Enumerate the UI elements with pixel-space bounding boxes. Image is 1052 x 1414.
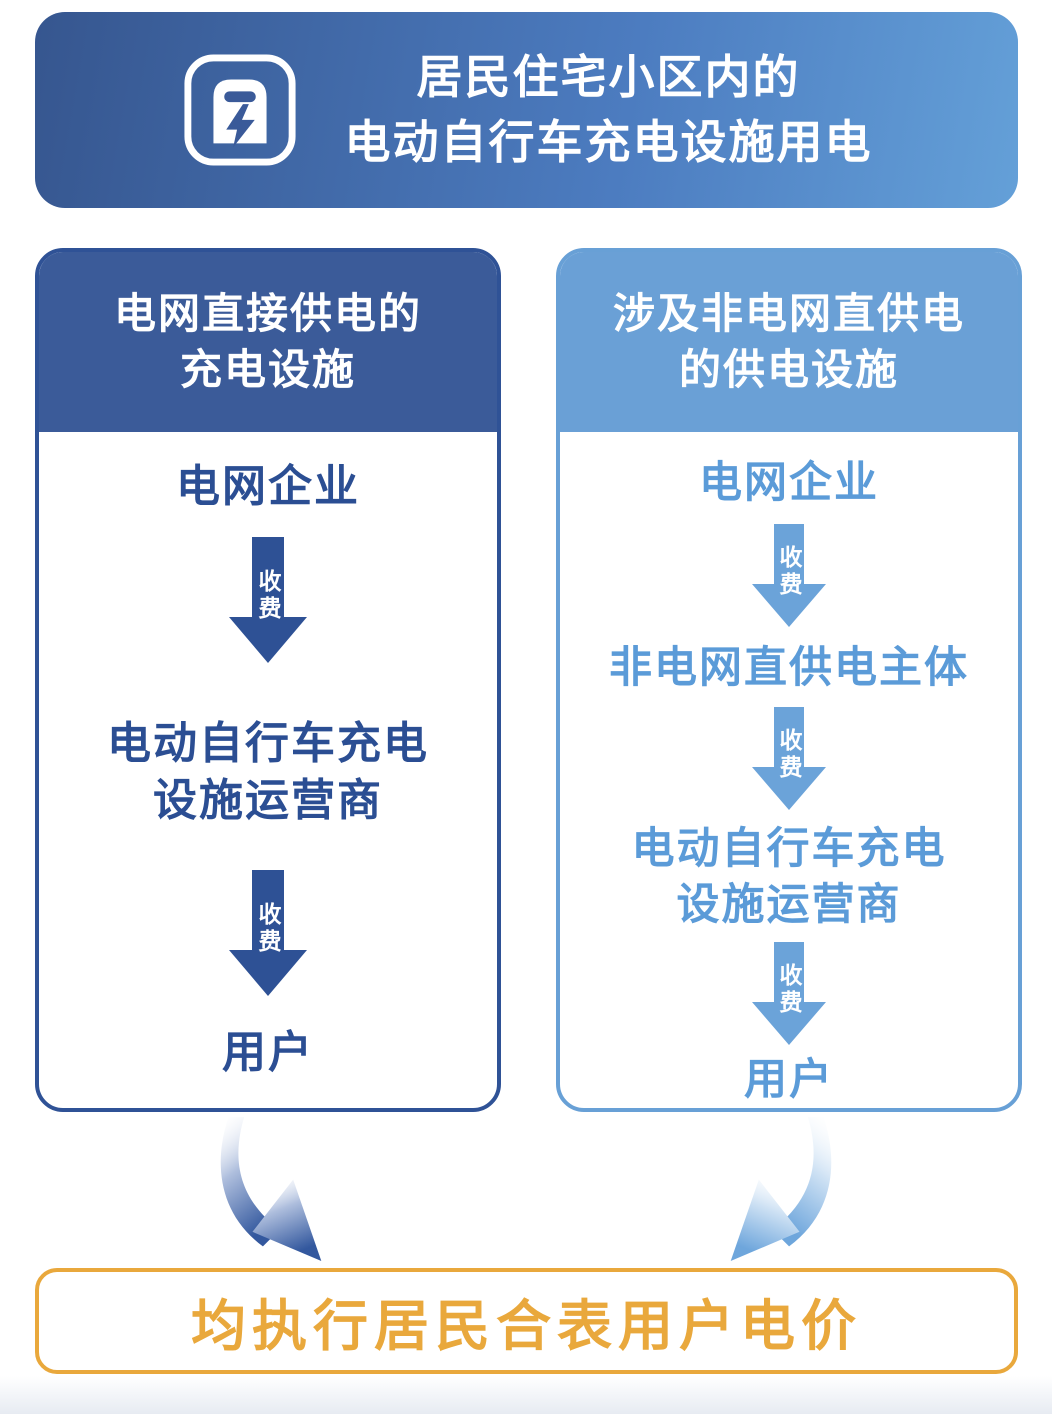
arrow-head (752, 583, 826, 627)
left-panel-grid-direct: 电网直接供电的 充电设施 电网企业 收费 电动自行车充电 设施运营商 收费 (35, 248, 501, 1112)
flow-node-user: 用户 (222, 1027, 314, 1077)
arrow-label: 收费 (255, 569, 281, 624)
curved-arrow-left-icon (220, 1117, 322, 1261)
arrow-shaft (774, 523, 804, 584)
right-panel-flow: 电网企业 收费 非电网直供电主体 收费 电动自行车充电 设施运营商 (560, 432, 1018, 1108)
left-panel-flow: 电网企业 收费 电动自行车充电 设施运营商 收费 用户 (39, 432, 497, 1081)
down-arrow-charge-icon: 收费 (752, 706, 826, 810)
arrow-head (752, 766, 826, 810)
flow-node-grid-enterprise: 电网企业 (176, 462, 360, 511)
right-panel-title-line1: 涉及非电网直供电 (612, 289, 965, 337)
conclusion-text: 均执行居民合表用户电价 (190, 1295, 862, 1357)
arrow-head (229, 617, 307, 664)
left-panel-title-line2: 充电设施 (179, 346, 356, 393)
arrow-label: 收费 (255, 901, 281, 956)
arrow-label: 收费 (776, 545, 802, 600)
conclusion-box: 均执行居民合表用户电价 (35, 1268, 1018, 1374)
bottom-fade-strip (0, 1376, 1052, 1414)
flow-node-charging-operator: 电动自行车充电 设施运营商 (631, 824, 947, 929)
arrow-shaft (774, 706, 804, 767)
page-title-line1: 居民住宅小区内的 (416, 50, 801, 103)
flow-node-grid-enterprise: 电网企业 (699, 459, 879, 507)
arrow-head (752, 1001, 826, 1045)
arrow-head (229, 949, 307, 996)
page-title-line2: 电动自行车充电设施用电 (344, 116, 873, 168)
arrow-label: 收费 (776, 728, 802, 783)
right-panel-non-grid: 涉及非电网直供电 的供电设施 电网企业 收费 非电网直供电主体 收费 电动自行车… (556, 248, 1022, 1112)
right-panel-title-line2: 的供电设施 (678, 346, 899, 393)
down-arrow-charge-icon: 收费 (229, 537, 307, 664)
arrow-shaft (774, 941, 804, 1002)
down-arrow-charge-icon: 收费 (229, 869, 307, 996)
flow-node-charging-operator: 电动自行车充电 设施运营商 (107, 719, 429, 826)
ev-charging-station-icon (183, 54, 296, 166)
down-arrow-charge-icon: 收费 (752, 523, 826, 627)
curved-arrow-right-icon (730, 1117, 832, 1261)
right-panel-title: 涉及非电网直供电 的供电设施 (560, 252, 1018, 432)
left-panel-title: 电网直接供电的 充电设施 (39, 252, 497, 432)
arrow-shaft (252, 869, 284, 950)
left-panel-title-line1: 电网直接供电的 (113, 289, 422, 337)
flow-node-user: 用户 (744, 1055, 834, 1104)
page-title: 居民住宅小区内的 电动自行车充电设施用电 (345, 45, 873, 176)
down-arrow-charge-icon: 收费 (752, 941, 826, 1045)
arrow-label: 收费 (776, 962, 802, 1017)
header-banner: 居民住宅小区内的 电动自行车充电设施用电 (35, 12, 1018, 208)
arrow-shaft (252, 537, 284, 618)
flow-node-non-grid-entity: 非电网直供电主体 (609, 643, 969, 692)
